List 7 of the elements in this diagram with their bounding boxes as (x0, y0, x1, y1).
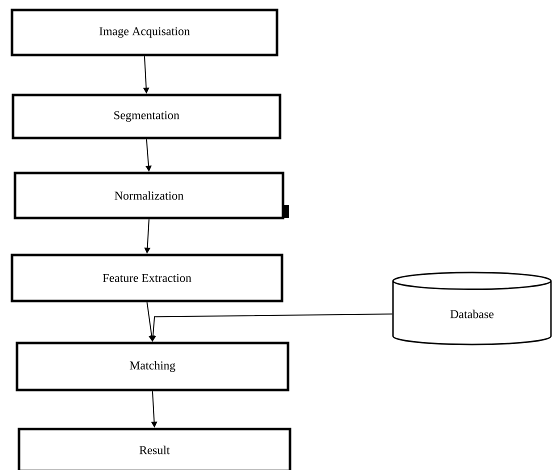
process-box: Result (18, 428, 292, 470)
database-cylinder: Database (392, 272, 552, 346)
process-box: Segmentation (12, 94, 282, 140)
process-box: Feature Extraction (10, 254, 284, 302)
process-box: Image Acquisation (10, 8, 278, 56)
process-box: Normalization (14, 172, 284, 220)
process-box: Matching (16, 342, 290, 392)
